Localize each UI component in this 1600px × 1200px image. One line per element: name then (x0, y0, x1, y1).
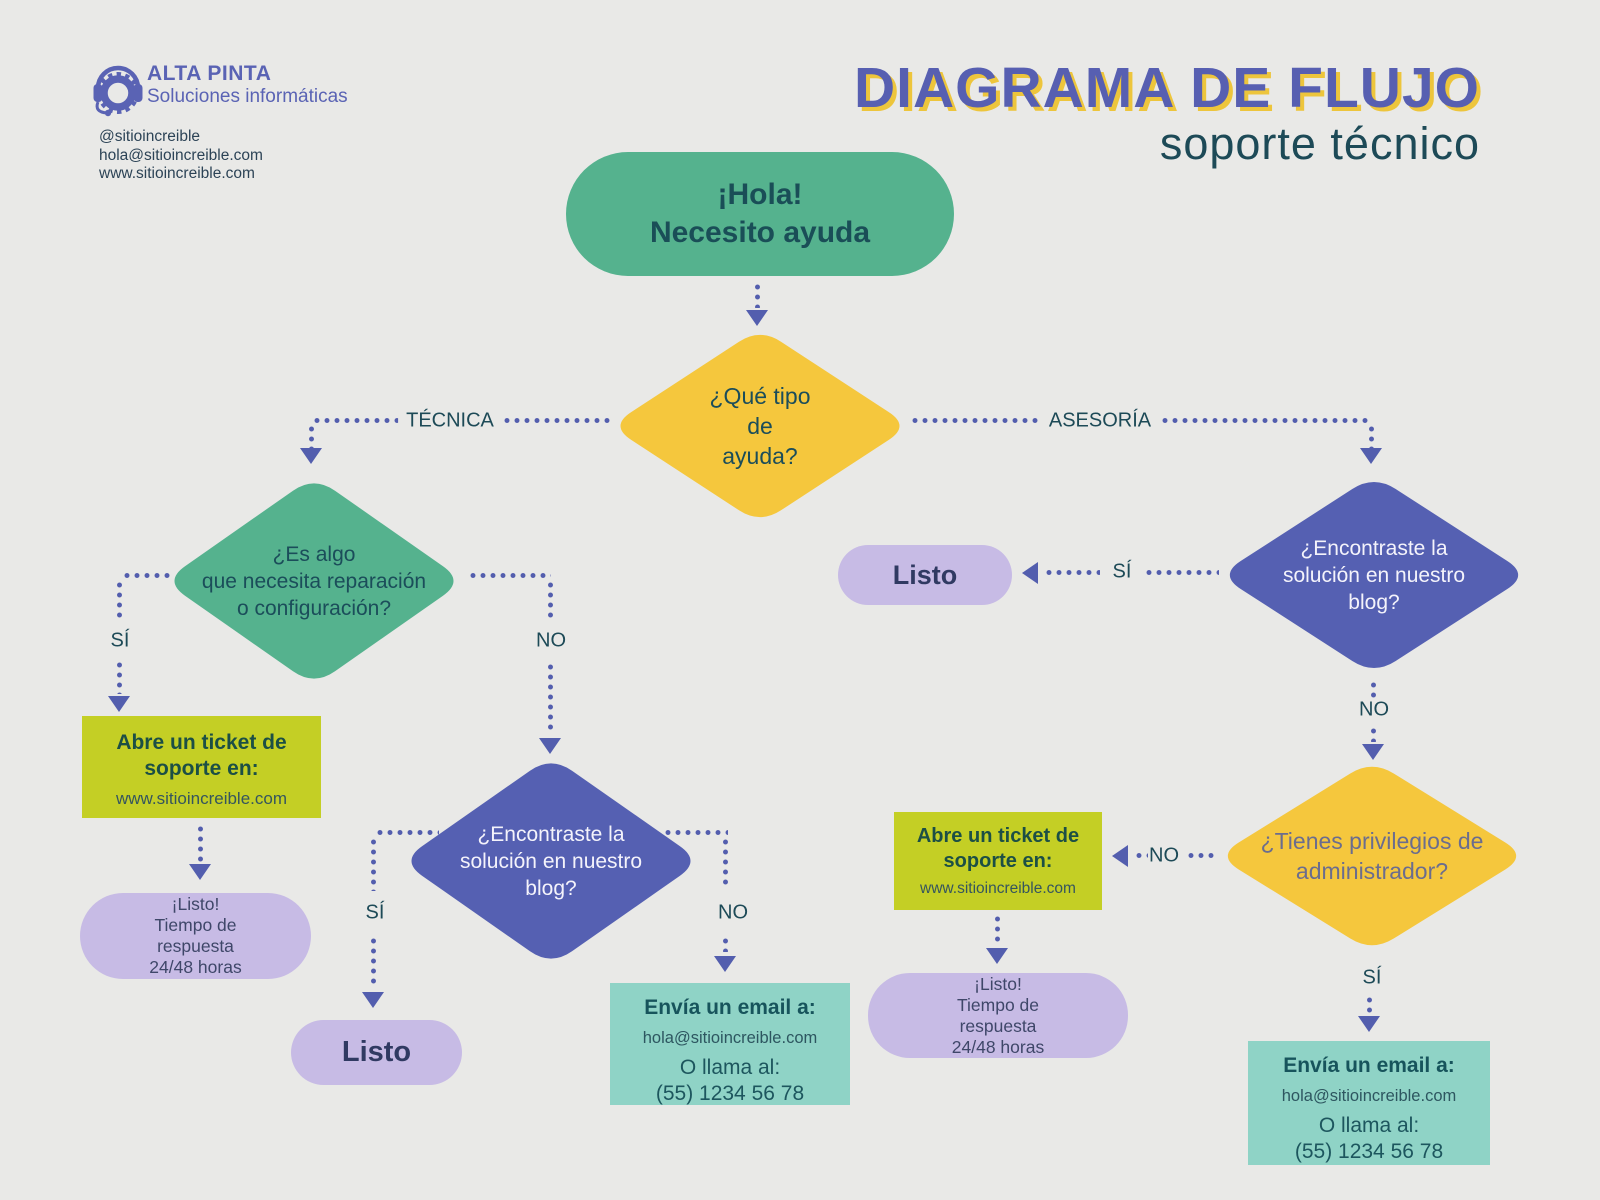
brand-name: ALTA PINTA (147, 62, 272, 85)
diamond-shape (620, 334, 900, 518)
diamond-shape (1229, 482, 1519, 668)
connector (663, 830, 728, 835)
connector (371, 837, 376, 891)
edge-label-si: SÍ (357, 900, 393, 926)
arrow-down-icon (189, 864, 211, 880)
action-open-ticket-left: Abre un ticket de soporte en: www.sitioi… (82, 716, 321, 818)
arrow-down-icon (108, 696, 130, 712)
decision-blog-right: ¿Encontraste la solución en nuestro blog… (1219, 475, 1529, 675)
edge-label-no: NO (528, 628, 574, 654)
arrow-down-icon (539, 738, 561, 754)
connector (1044, 570, 1100, 575)
edge-label-no: NO (1351, 697, 1397, 723)
action-title: Abre un ticket de soporte en: (916, 825, 1080, 872)
connector (1371, 726, 1376, 742)
edge-label-si: SÍ (1354, 965, 1390, 991)
arrow-down-icon (746, 310, 768, 326)
arrow-down-icon (1360, 448, 1382, 464)
connector (1367, 995, 1372, 1013)
connector (198, 824, 203, 862)
result-done-left: ¡Listo! Tiempo de respuesta 24/48 horas (80, 893, 311, 979)
arrow-down-icon (362, 992, 384, 1008)
connector (117, 660, 122, 694)
page-title: DIAGRAMA DE FLUJO (853, 56, 1480, 120)
phone-number: O llama al: (55) 1234 56 78 (655, 1056, 805, 1105)
action-send-email-mid: Envía un email a: hola@sitioincreible.co… (610, 983, 850, 1105)
decision-needs-repair: ¿Es algo que necesita reparación o confi… (164, 476, 464, 686)
email-title: Envía un email a: (1283, 1054, 1455, 1077)
action-url: www.sitioincreible.com (920, 880, 1076, 897)
edge-label-no: NO (1141, 843, 1187, 869)
arrow-down-icon (1358, 1016, 1380, 1032)
headset-gear-icon (93, 65, 143, 117)
connector (995, 914, 1000, 946)
connector (468, 573, 551, 578)
decision-help-type: ¿Qué tipo de ayuda? (610, 328, 910, 524)
connector (1144, 570, 1219, 575)
decision-blog-mid: ¿Encontraste la solución en nuestro blog… (401, 756, 701, 966)
result-done-right-2: ¡Listo! Tiempo de respuesta 24/48 horas (868, 973, 1128, 1058)
brand-contact-info: @sitioincreible hola@sitioincreible.com … (99, 128, 263, 182)
diamond-shape (174, 483, 454, 679)
arrow-left-icon (1022, 562, 1038, 584)
connector (122, 573, 170, 578)
arrow-down-icon (986, 948, 1008, 964)
arrow-down-icon (1362, 744, 1384, 760)
email-address: hola@sitioincreible.com (642, 1029, 818, 1047)
page-subtitle: soporte técnico (1159, 118, 1480, 169)
connector (1371, 680, 1376, 698)
diamond-shape (1227, 766, 1517, 946)
email-title: Envía un email a: (644, 996, 816, 1019)
connector (371, 936, 376, 988)
phone-number: O llama al: (55) 1234 56 78 (1294, 1114, 1444, 1163)
action-send-email-right: Envía un email a: hola@sitioincreible.co… (1248, 1041, 1490, 1165)
arrow-down-icon (714, 956, 736, 972)
arrow-left-icon (1112, 845, 1128, 867)
start-node: ¡Hola! Necesito ayuda (566, 152, 954, 276)
connector (375, 830, 439, 835)
result-done-mid: Listo (291, 1020, 462, 1085)
action-title: Abre un ticket de soporte en: (116, 731, 287, 780)
connector (309, 424, 314, 448)
arrow-down-icon (300, 448, 322, 464)
connector (548, 580, 553, 618)
connector (1186, 853, 1216, 858)
brand-tagline: Soluciones informáticas (147, 86, 348, 107)
connector (723, 936, 728, 952)
connector (117, 580, 122, 622)
connector (1369, 424, 1374, 448)
edge-label-tecnica: TÉCNICA (398, 408, 502, 434)
action-open-ticket-right: Abre un ticket de soporte en: www.sitioi… (894, 812, 1102, 910)
connector (1134, 853, 1148, 858)
connector (548, 662, 553, 734)
edge-label-asesoria: ASESORÍA (1040, 408, 1160, 434)
diamond-shape (411, 763, 691, 959)
edge-label-si: SÍ (102, 628, 138, 654)
decision-admin-privileges: ¿Tienes privilegios de administrador? (1217, 760, 1527, 952)
connector (755, 282, 760, 308)
email-address: hola@sitioincreible.com (1281, 1087, 1457, 1105)
result-done-right: Listo (838, 545, 1012, 605)
connector (723, 837, 728, 887)
edge-label-si: SÍ (1104, 559, 1140, 585)
edge-label-no: NO (710, 900, 756, 926)
action-url: www.sitioincreible.com (116, 789, 287, 808)
